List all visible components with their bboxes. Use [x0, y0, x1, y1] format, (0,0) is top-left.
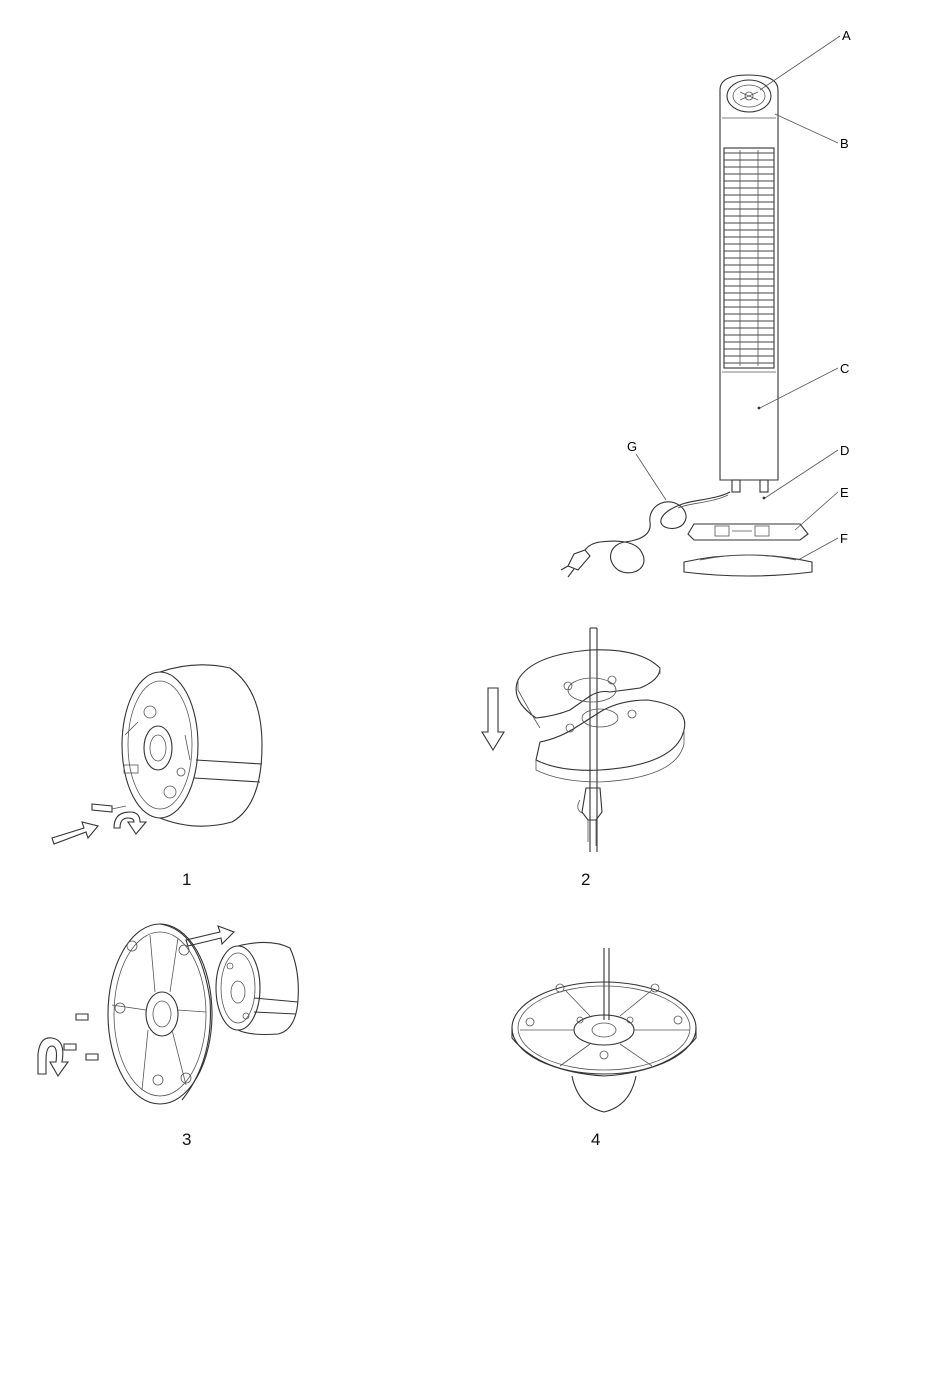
part-label-g: G: [627, 439, 637, 454]
step-3-illustration: [38, 924, 298, 1104]
part-label-b: B: [840, 136, 849, 151]
part-label-c: C: [840, 361, 849, 376]
part-label-e: E: [840, 485, 849, 500]
part-label-f: F: [840, 531, 848, 546]
part-label-d: D: [840, 443, 849, 458]
part-label-a: A: [842, 28, 851, 43]
step-4-illustration: [512, 948, 696, 1112]
step-2-illustration: [482, 628, 685, 852]
tower-fan-illustration: [561, 36, 840, 577]
step-number-2: 2: [581, 870, 590, 890]
step-number-1: 1: [182, 870, 191, 890]
step-1-illustration: [52, 665, 262, 844]
step-number-4: 4: [591, 1130, 600, 1150]
grille-slats: [724, 153, 774, 363]
step-number-3: 3: [182, 1130, 191, 1150]
